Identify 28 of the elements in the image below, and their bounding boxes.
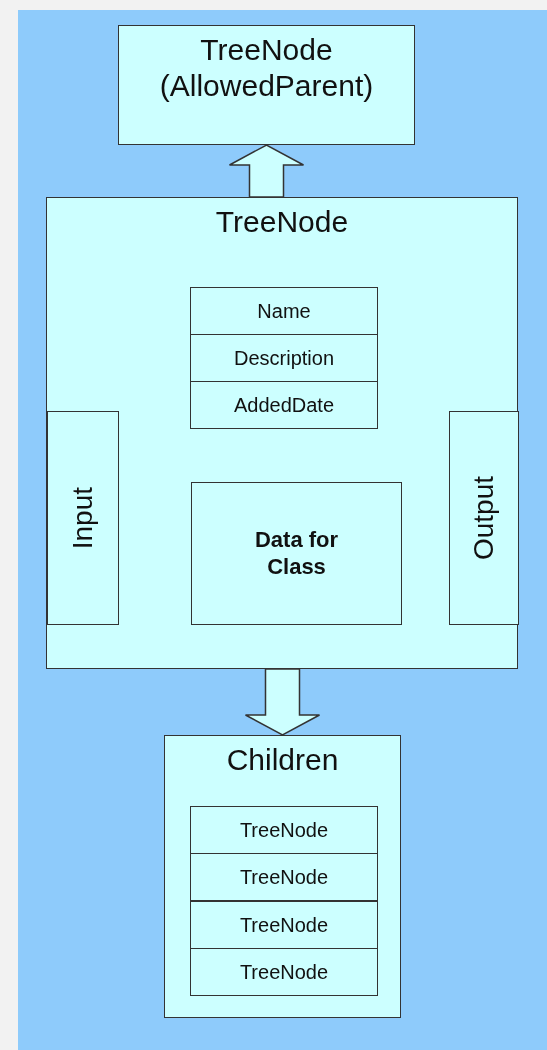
- child-row: [190, 806, 378, 854]
- field-name: Name: [257, 299, 311, 323]
- field-name: AddedDate: [233, 393, 335, 417]
- child-name: TreeNode: [239, 865, 329, 889]
- panel-title: TreeNode: [215, 204, 349, 240]
- panel-title: Children: [226, 742, 339, 778]
- block-arrow: [244, 668, 321, 736]
- block-arrow: [228, 144, 305, 198]
- field-row: [190, 334, 378, 382]
- box-label: Data for Class: [253, 527, 340, 580]
- box-label: Output: [467, 475, 501, 561]
- field-row: [190, 287, 378, 335]
- child-row: [190, 901, 378, 949]
- input-box: [47, 411, 119, 625]
- field-row: [190, 381, 378, 429]
- child-name: TreeNode: [239, 913, 329, 937]
- child-row: [190, 948, 378, 996]
- child-name: TreeNode: [239, 818, 329, 842]
- box-title: TreeNode (AllowedParent): [158, 32, 375, 104]
- children-panel: [164, 735, 401, 1018]
- field-name: Description: [233, 346, 334, 370]
- child-row: [190, 853, 378, 901]
- class-box: [118, 25, 415, 145]
- child-name: TreeNode: [239, 960, 329, 984]
- output-box: [449, 411, 519, 625]
- class-panel: [46, 197, 518, 669]
- box-label: Input: [66, 486, 100, 550]
- data-box: [191, 482, 402, 625]
